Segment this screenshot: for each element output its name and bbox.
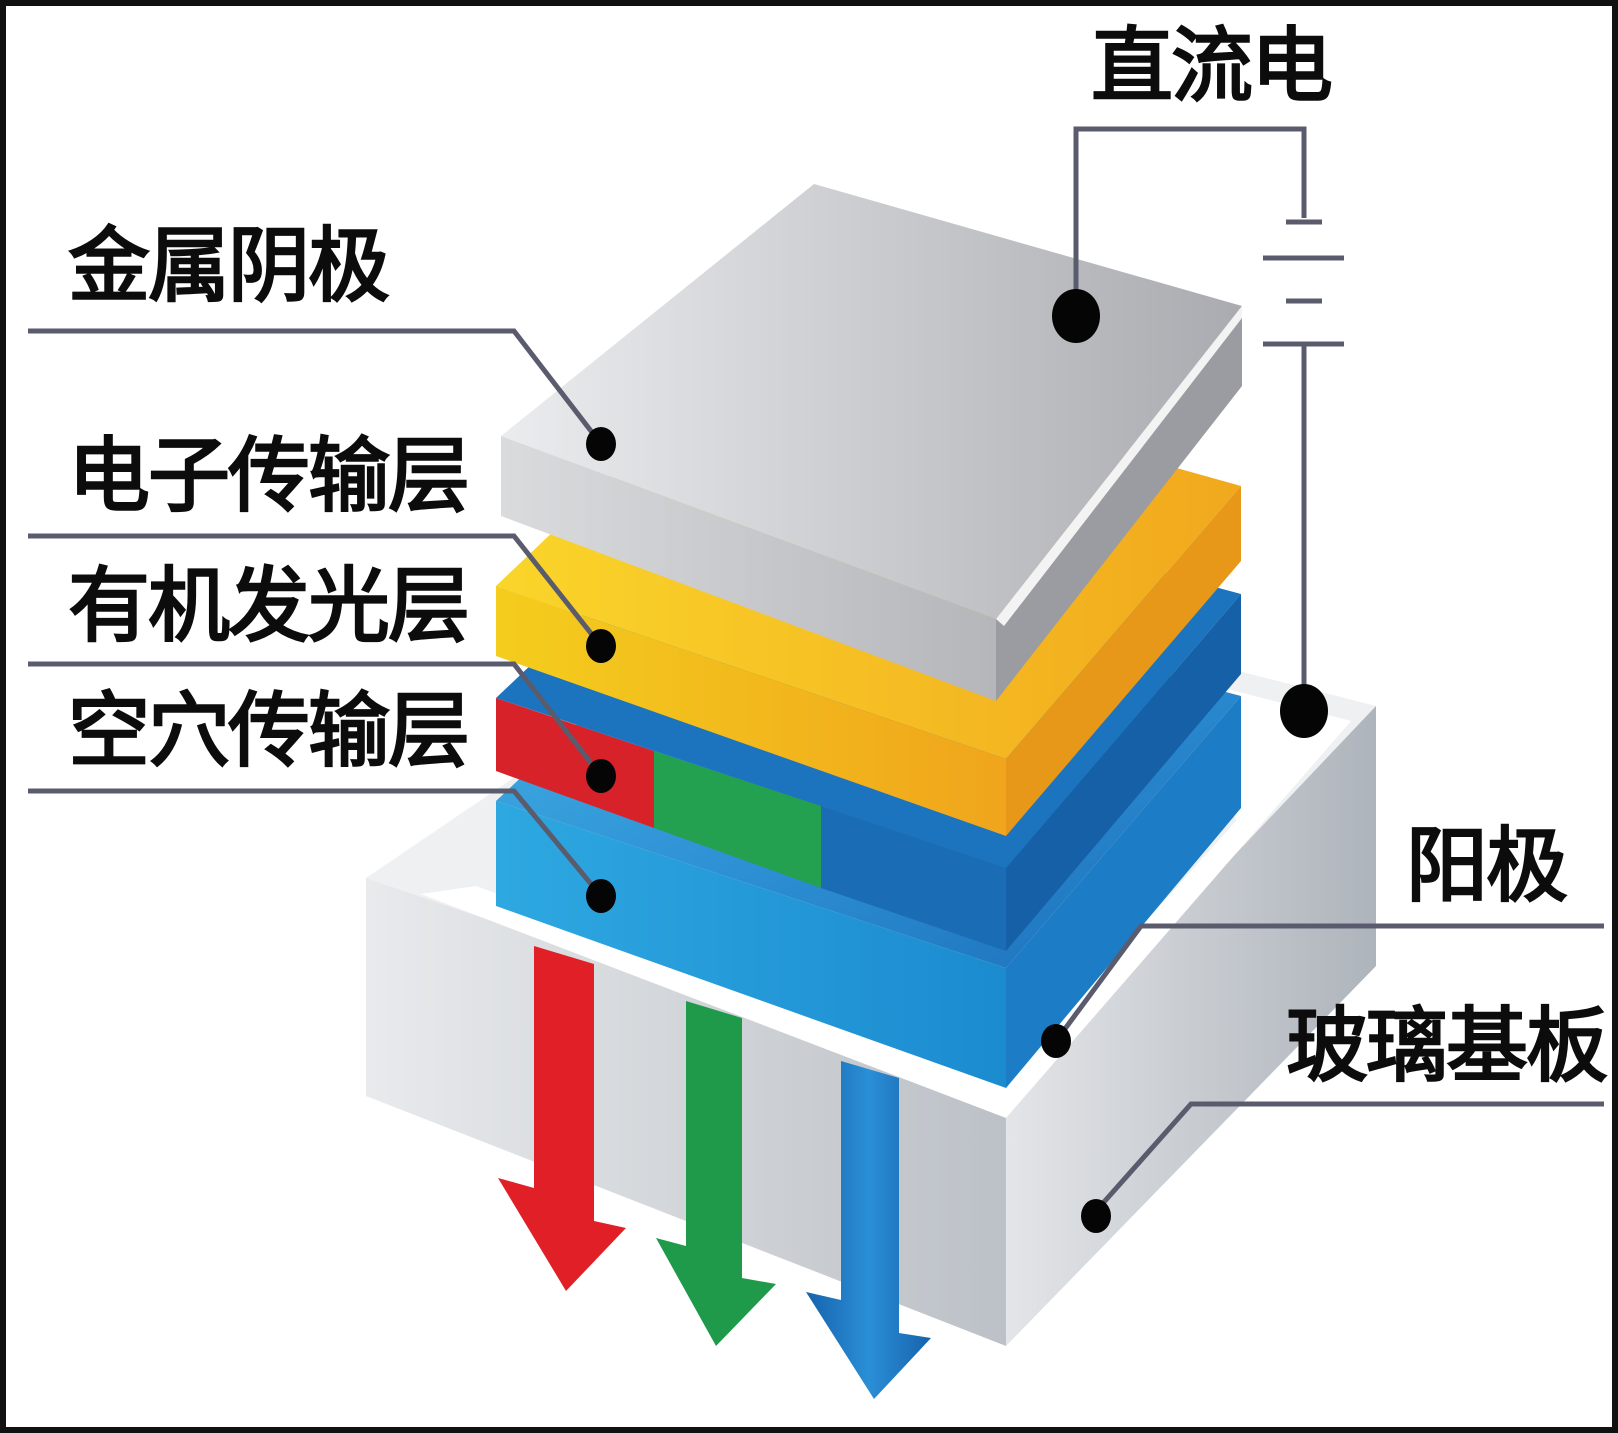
dc-circuit bbox=[1052, 126, 1344, 738]
anode-dot bbox=[1041, 1024, 1071, 1058]
etl-dot bbox=[586, 629, 616, 663]
htl-front bbox=[496, 801, 1006, 1088]
label-hole-transport-layer: 空穴传输层 bbox=[68, 684, 470, 779]
glass-leader bbox=[1094, 1101, 1604, 1213]
htl-dot bbox=[586, 879, 616, 913]
light-arrows bbox=[498, 946, 931, 1399]
label-electron-transport-layer: 电子传输层 bbox=[68, 429, 470, 524]
eml-leader bbox=[28, 661, 603, 778]
leader-lines bbox=[28, 328, 1604, 1213]
cathode-contact-dot bbox=[1052, 289, 1100, 343]
eml-green-subpixel bbox=[654, 751, 821, 888]
etl-front bbox=[496, 586, 1006, 836]
anode-contact-dot bbox=[1280, 684, 1328, 738]
label-dots bbox=[586, 427, 1111, 1233]
htl-leader bbox=[28, 788, 603, 898]
eml-red-subpixel bbox=[496, 698, 654, 828]
label-glass-substrate: 玻璃基板 bbox=[1286, 999, 1608, 1094]
red-light-arrow bbox=[498, 946, 626, 1291]
glass-substrate-side bbox=[1006, 706, 1376, 1346]
cathode-top bbox=[501, 184, 1242, 619]
circuit-wire-top bbox=[1073, 126, 1307, 311]
blue-light-arrow bbox=[806, 1061, 931, 1399]
anode-leader bbox=[1053, 923, 1604, 1043]
glass-dot bbox=[1081, 1199, 1111, 1233]
cathode-leader bbox=[28, 328, 603, 446]
eml-side bbox=[1006, 594, 1241, 951]
label-anode: 阳极 bbox=[1406, 819, 1568, 914]
cathode-front bbox=[501, 436, 996, 701]
cathode-edge-highlight bbox=[996, 306, 1242, 626]
etl-leader bbox=[28, 533, 603, 648]
layer-stack-illustration bbox=[28, 126, 1604, 1399]
cathode-side bbox=[996, 306, 1242, 701]
anode-frame bbox=[421, 686, 1351, 1118]
label-dc-power: 直流电 bbox=[1091, 19, 1333, 114]
etl-side bbox=[1006, 486, 1241, 836]
cathode-dot bbox=[586, 427, 616, 461]
eml-dot bbox=[586, 759, 616, 793]
metal-cathode bbox=[501, 184, 1242, 701]
eml-blue-subpixel bbox=[821, 806, 1006, 951]
label-metal-cathode: 金属阴极 bbox=[68, 219, 390, 314]
label-organic-emissive-layer: 有机发光层 bbox=[68, 559, 470, 654]
htl-side bbox=[1006, 696, 1241, 1088]
green-light-arrow bbox=[656, 1001, 776, 1346]
